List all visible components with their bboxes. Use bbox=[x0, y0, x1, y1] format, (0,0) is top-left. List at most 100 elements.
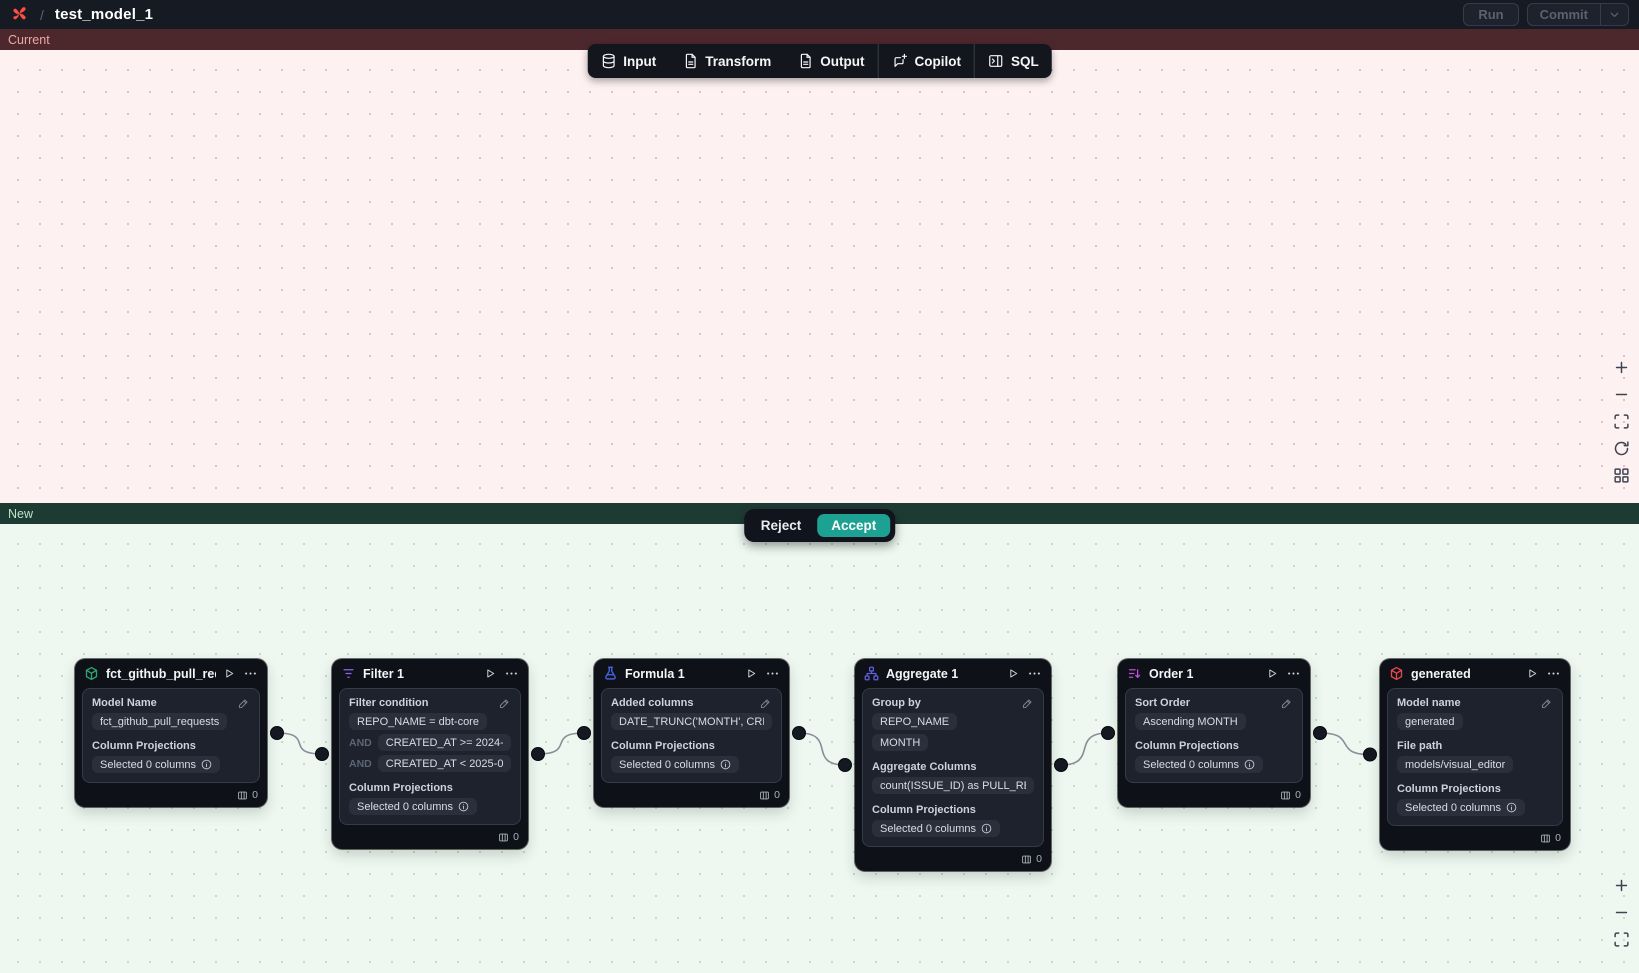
target-handle[interactable] bbox=[577, 726, 591, 740]
file-icon bbox=[682, 53, 698, 69]
source-handle[interactable] bbox=[531, 747, 545, 761]
top-bar: / test_model_1 Run Commit bbox=[0, 0, 1639, 29]
commit-button-label[interactable]: Commit bbox=[1539, 7, 1588, 22]
toolbar-item-copilot[interactable]: Copilot bbox=[879, 44, 975, 78]
target-handle[interactable] bbox=[838, 758, 852, 772]
pill-text: REPO_NAME bbox=[880, 715, 950, 728]
reject-button[interactable]: Reject bbox=[749, 514, 814, 537]
sitemap-icon bbox=[864, 666, 879, 681]
run-node-button[interactable] bbox=[223, 667, 236, 680]
pill-text: Selected 0 columns bbox=[880, 822, 976, 835]
value-pill: DATE_TRUNC('MONTH', CREATED_AT… bbox=[611, 713, 772, 730]
columns-count-icon bbox=[1021, 854, 1032, 865]
value-pill: REPO_NAME = dbt-core bbox=[349, 713, 487, 730]
node-menu-button[interactable] bbox=[504, 666, 519, 681]
run-node-button[interactable] bbox=[484, 667, 497, 680]
source-handle[interactable] bbox=[792, 726, 806, 740]
info-icon[interactable] bbox=[458, 801, 469, 812]
run-node-button[interactable] bbox=[1266, 667, 1279, 680]
pill-text: models/visual_editor bbox=[1405, 758, 1506, 771]
edit-pencil-icon[interactable] bbox=[498, 697, 511, 715]
run-node-button[interactable] bbox=[1526, 667, 1539, 680]
column-count: 0 bbox=[1555, 832, 1561, 844]
accept-button[interactable]: Accept bbox=[817, 514, 891, 537]
new-pane-label: New bbox=[8, 506, 34, 521]
node-menu-button[interactable] bbox=[1027, 666, 1042, 681]
target-handle[interactable] bbox=[315, 747, 329, 761]
section-label: Filter condition bbox=[349, 697, 429, 709]
node-title: Order 1 bbox=[1149, 666, 1194, 681]
value-pill: generated bbox=[1397, 713, 1463, 730]
section-label: Column Projections bbox=[92, 740, 196, 752]
node-menu-button[interactable] bbox=[1286, 666, 1301, 681]
zoom-in-icon[interactable] bbox=[1612, 358, 1630, 376]
info-icon[interactable] bbox=[1506, 802, 1517, 813]
current-canvas[interactable]: Input Transform Output Copilot SQL bbox=[0, 44, 1639, 503]
toolbar-item-label: Input bbox=[623, 53, 657, 69]
value-pill: Selected 0 columns bbox=[92, 756, 220, 773]
edge-path bbox=[798, 732, 846, 766]
node-fct-github-pull-requests[interactable]: fct_github_pull_requestsModel Namefct_gi… bbox=[75, 659, 267, 807]
commit-button[interactable]: Commit bbox=[1526, 3, 1629, 26]
toolbar-item-label: Copilot bbox=[914, 53, 962, 69]
new-canvas[interactable]: Reject Accept fct_github_pull_requestsMo… bbox=[0, 509, 1639, 973]
run-node-button[interactable] bbox=[745, 667, 758, 680]
section-label: Added columns bbox=[611, 697, 694, 709]
section-label: Column Projections bbox=[1397, 783, 1501, 795]
run-node-button[interactable] bbox=[1007, 667, 1020, 680]
run-button[interactable]: Run bbox=[1463, 3, 1519, 26]
auto-layout-icon[interactable] bbox=[1612, 466, 1630, 484]
value-pill: Selected 0 columns bbox=[1397, 799, 1525, 816]
info-icon[interactable] bbox=[981, 823, 992, 834]
chevron-down-icon[interactable] bbox=[1600, 4, 1628, 25]
source-handle[interactable] bbox=[1054, 758, 1068, 772]
edge-path bbox=[1060, 732, 1109, 766]
toolbar-item-input[interactable]: Input bbox=[587, 44, 669, 78]
edit-pencil-icon[interactable] bbox=[759, 697, 772, 715]
edit-pencil-icon[interactable] bbox=[1280, 697, 1293, 715]
edit-pencil-icon[interactable] bbox=[1021, 697, 1034, 715]
source-handle[interactable] bbox=[1313, 726, 1327, 740]
source-handle[interactable] bbox=[270, 726, 284, 740]
value-pill: Selected 0 columns bbox=[872, 820, 1000, 837]
node-menu-button[interactable] bbox=[765, 666, 780, 681]
value-pill: count(ISSUE_ID) as PULL_REQUEST_… bbox=[872, 777, 1034, 794]
dbt-logo-icon[interactable] bbox=[10, 5, 29, 24]
value-pill: Ascending MONTH bbox=[1135, 713, 1246, 730]
zoom-out-icon[interactable] bbox=[1612, 903, 1630, 921]
pill-text: Selected 0 columns bbox=[1405, 801, 1501, 814]
node-menu-button[interactable] bbox=[1546, 666, 1561, 681]
column-count: 0 bbox=[1295, 789, 1301, 801]
node-menu-button[interactable] bbox=[243, 666, 258, 681]
edit-pencil-icon[interactable] bbox=[237, 697, 250, 715]
info-icon[interactable] bbox=[1244, 759, 1255, 770]
toolbar-item-transform[interactable]: Transform bbox=[669, 44, 784, 78]
target-handle[interactable] bbox=[1363, 747, 1377, 762]
condition-operator: AND bbox=[349, 757, 372, 770]
fit-view-icon[interactable] bbox=[1612, 412, 1630, 430]
section-label: Sort Order bbox=[1135, 697, 1191, 709]
fit-view-icon[interactable] bbox=[1612, 930, 1630, 948]
info-icon[interactable] bbox=[720, 759, 731, 770]
target-handle[interactable] bbox=[1101, 726, 1115, 740]
pill-text: CREATED_AT >= 2024-12-01 bbox=[385, 736, 503, 749]
toolbar-item-sql[interactable]: SQL bbox=[975, 44, 1052, 78]
reset-zoom-icon[interactable] bbox=[1612, 439, 1630, 457]
columns-count-icon bbox=[498, 832, 509, 843]
info-icon[interactable] bbox=[201, 759, 212, 770]
zoom-out-icon[interactable] bbox=[1612, 385, 1630, 403]
toolbar-item-label: Output bbox=[820, 53, 865, 69]
node-title: generated bbox=[1411, 666, 1471, 681]
zoom-in-icon[interactable] bbox=[1612, 876, 1630, 894]
edge-path bbox=[1319, 732, 1371, 756]
toolbar-item-label: Transform bbox=[705, 53, 772, 69]
edit-pencil-icon[interactable] bbox=[1540, 697, 1553, 715]
section-label: Column Projections bbox=[1135, 740, 1239, 752]
toolbar-item-output[interactable]: Output bbox=[784, 44, 877, 78]
pill-text: fct_github_pull_requests bbox=[100, 715, 220, 728]
